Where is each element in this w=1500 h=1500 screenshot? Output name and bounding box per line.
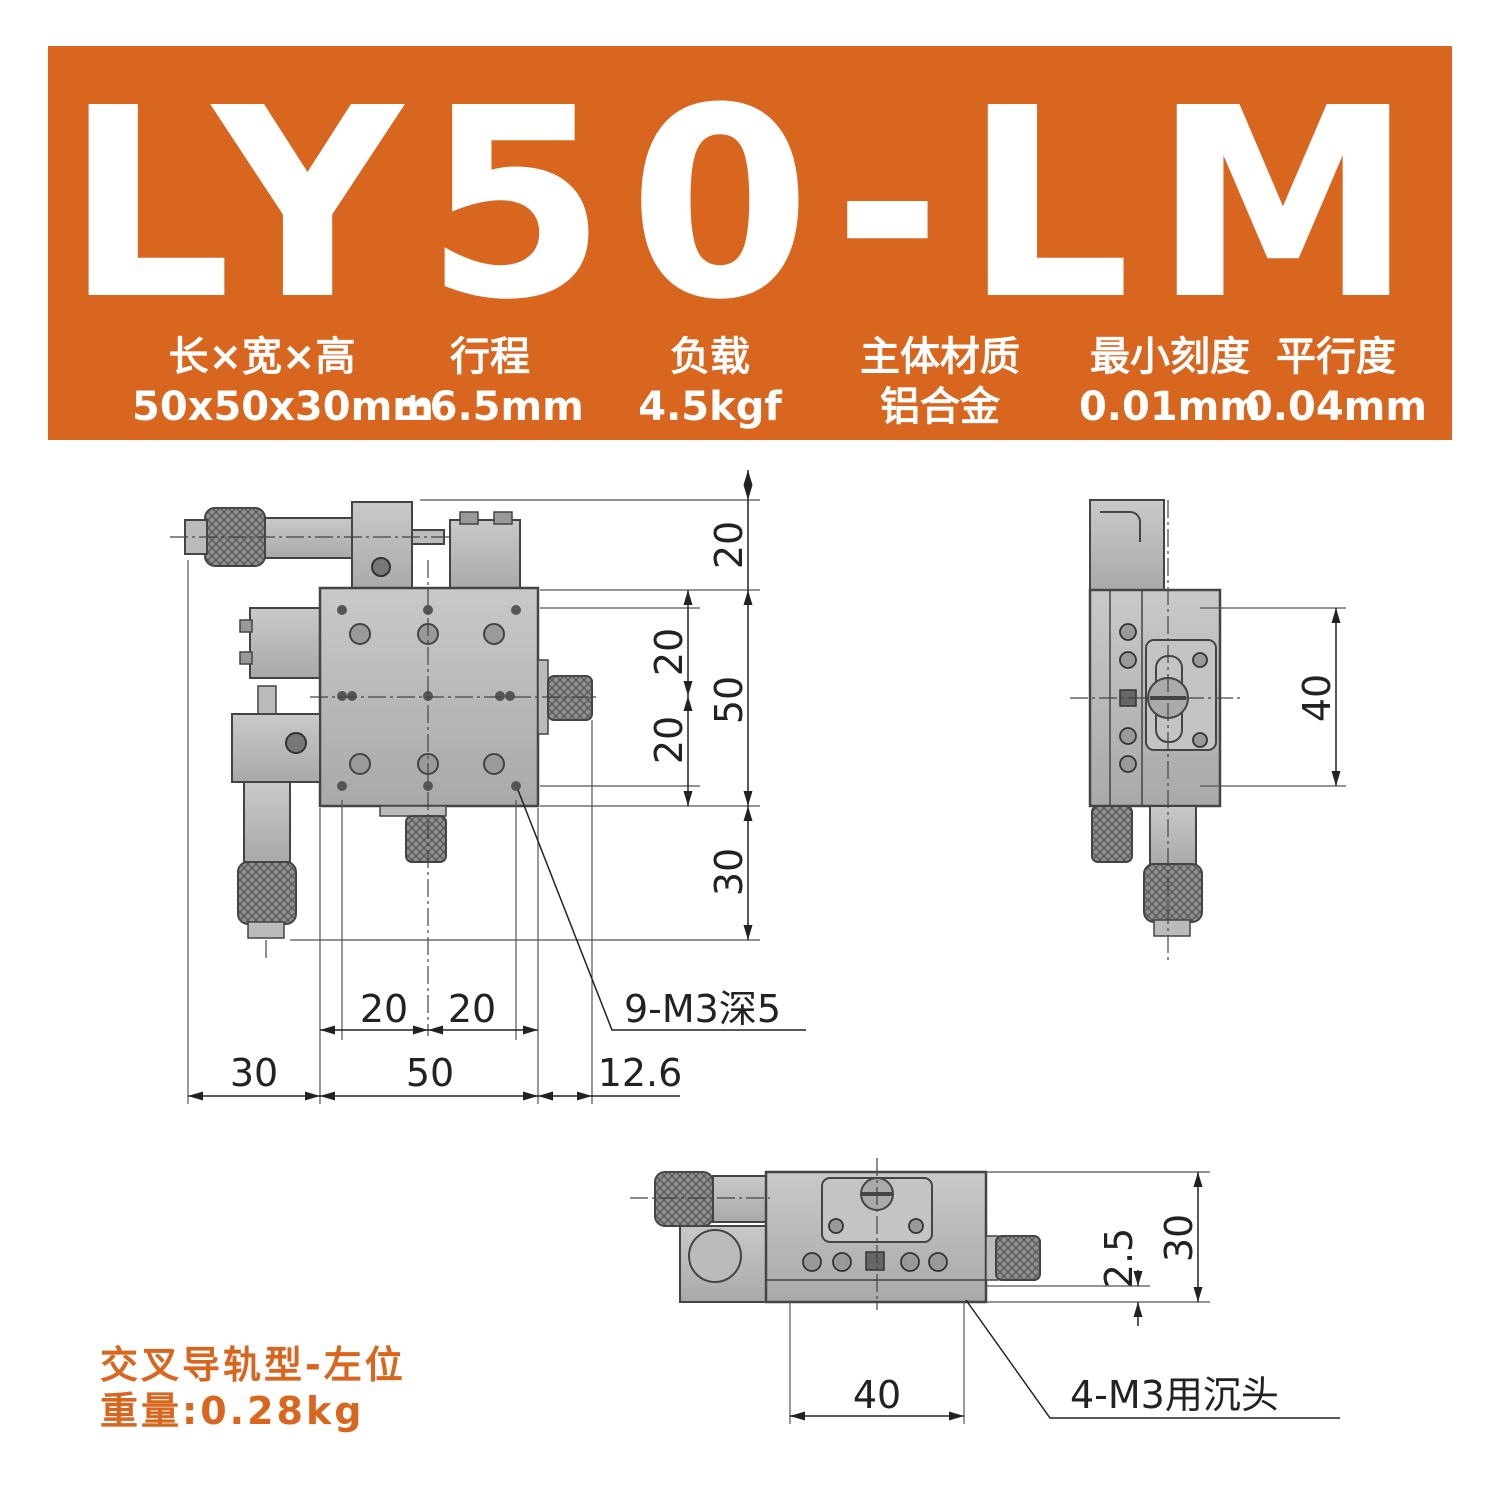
- dim-40-front: 40: [853, 1373, 901, 1417]
- spec-value: ±6.5mm: [396, 384, 584, 430]
- spec-load: 负载 4.5kgf: [580, 332, 840, 432]
- spec-dimensions: 长×宽×高 50x50x30mm: [132, 332, 434, 432]
- dim-20-right: 20: [448, 987, 496, 1031]
- hole-note-9-m3: 9-M3深5: [624, 987, 781, 1031]
- spec-label: 最小刻度: [1090, 334, 1250, 380]
- spec-value: 铝合金: [880, 384, 1000, 430]
- spec-min-scale: 最小刻度 0.01mm: [1040, 332, 1300, 432]
- dim-20-lower: 20: [647, 716, 691, 764]
- side-view: 40: [1070, 499, 1346, 960]
- spec-stroke: 行程 ±6.5mm: [360, 332, 620, 432]
- dim-12-6: 12.6: [598, 1051, 683, 1095]
- weight-note: 重量:0.28kg: [100, 1389, 365, 1433]
- spec-parallelism: 平行度 0.04mm: [1206, 332, 1466, 432]
- spec-value: 50x50x30mm: [132, 384, 434, 430]
- hole-note-4-m3: 4-M3用沉头: [1070, 1373, 1279, 1417]
- spec-banner: LY50-LM 长×宽×高 50x50x30mm 行程 ±6.5mm 负载 4.…: [48, 46, 1452, 440]
- dim-30-front: 30: [1157, 1214, 1201, 1262]
- dim-20-upper: 20: [647, 628, 691, 676]
- spec-label: 负载: [670, 334, 750, 380]
- top-view: 20 20 50 20 30 20 20 30 50 12.6 9-M3深5: [170, 470, 806, 1104]
- spec-label: 行程: [450, 334, 530, 380]
- type-note: 交叉导轨型-左位: [100, 1343, 406, 1387]
- dim-20-top: 20: [707, 521, 751, 569]
- model-title: LY50-LM: [64, 52, 1436, 357]
- dim-50-horizontal: 50: [406, 1051, 454, 1095]
- dim-20-left: 20: [360, 987, 408, 1031]
- spec-label: 长×宽×高: [168, 334, 356, 380]
- spec-material: 主体材质 铝合金: [810, 332, 1070, 432]
- dim-30-horizontal: 30: [230, 1051, 278, 1095]
- front-view: 30 2.5 40 4-M3用沉头: [630, 1158, 1340, 1424]
- spec-value: 4.5kgf: [638, 384, 782, 430]
- spec-value: 0.04mm: [1244, 384, 1428, 430]
- dim-2-5-front: 2.5: [1097, 1228, 1141, 1288]
- spec-label: 主体材质: [860, 334, 1020, 380]
- spec-label: 平行度: [1276, 334, 1396, 380]
- dim-40-side: 40: [1295, 674, 1339, 722]
- dim-30-vertical: 30: [707, 848, 751, 896]
- dim-50-vertical: 50: [707, 676, 751, 724]
- spec-value: 0.01mm: [1078, 384, 1262, 430]
